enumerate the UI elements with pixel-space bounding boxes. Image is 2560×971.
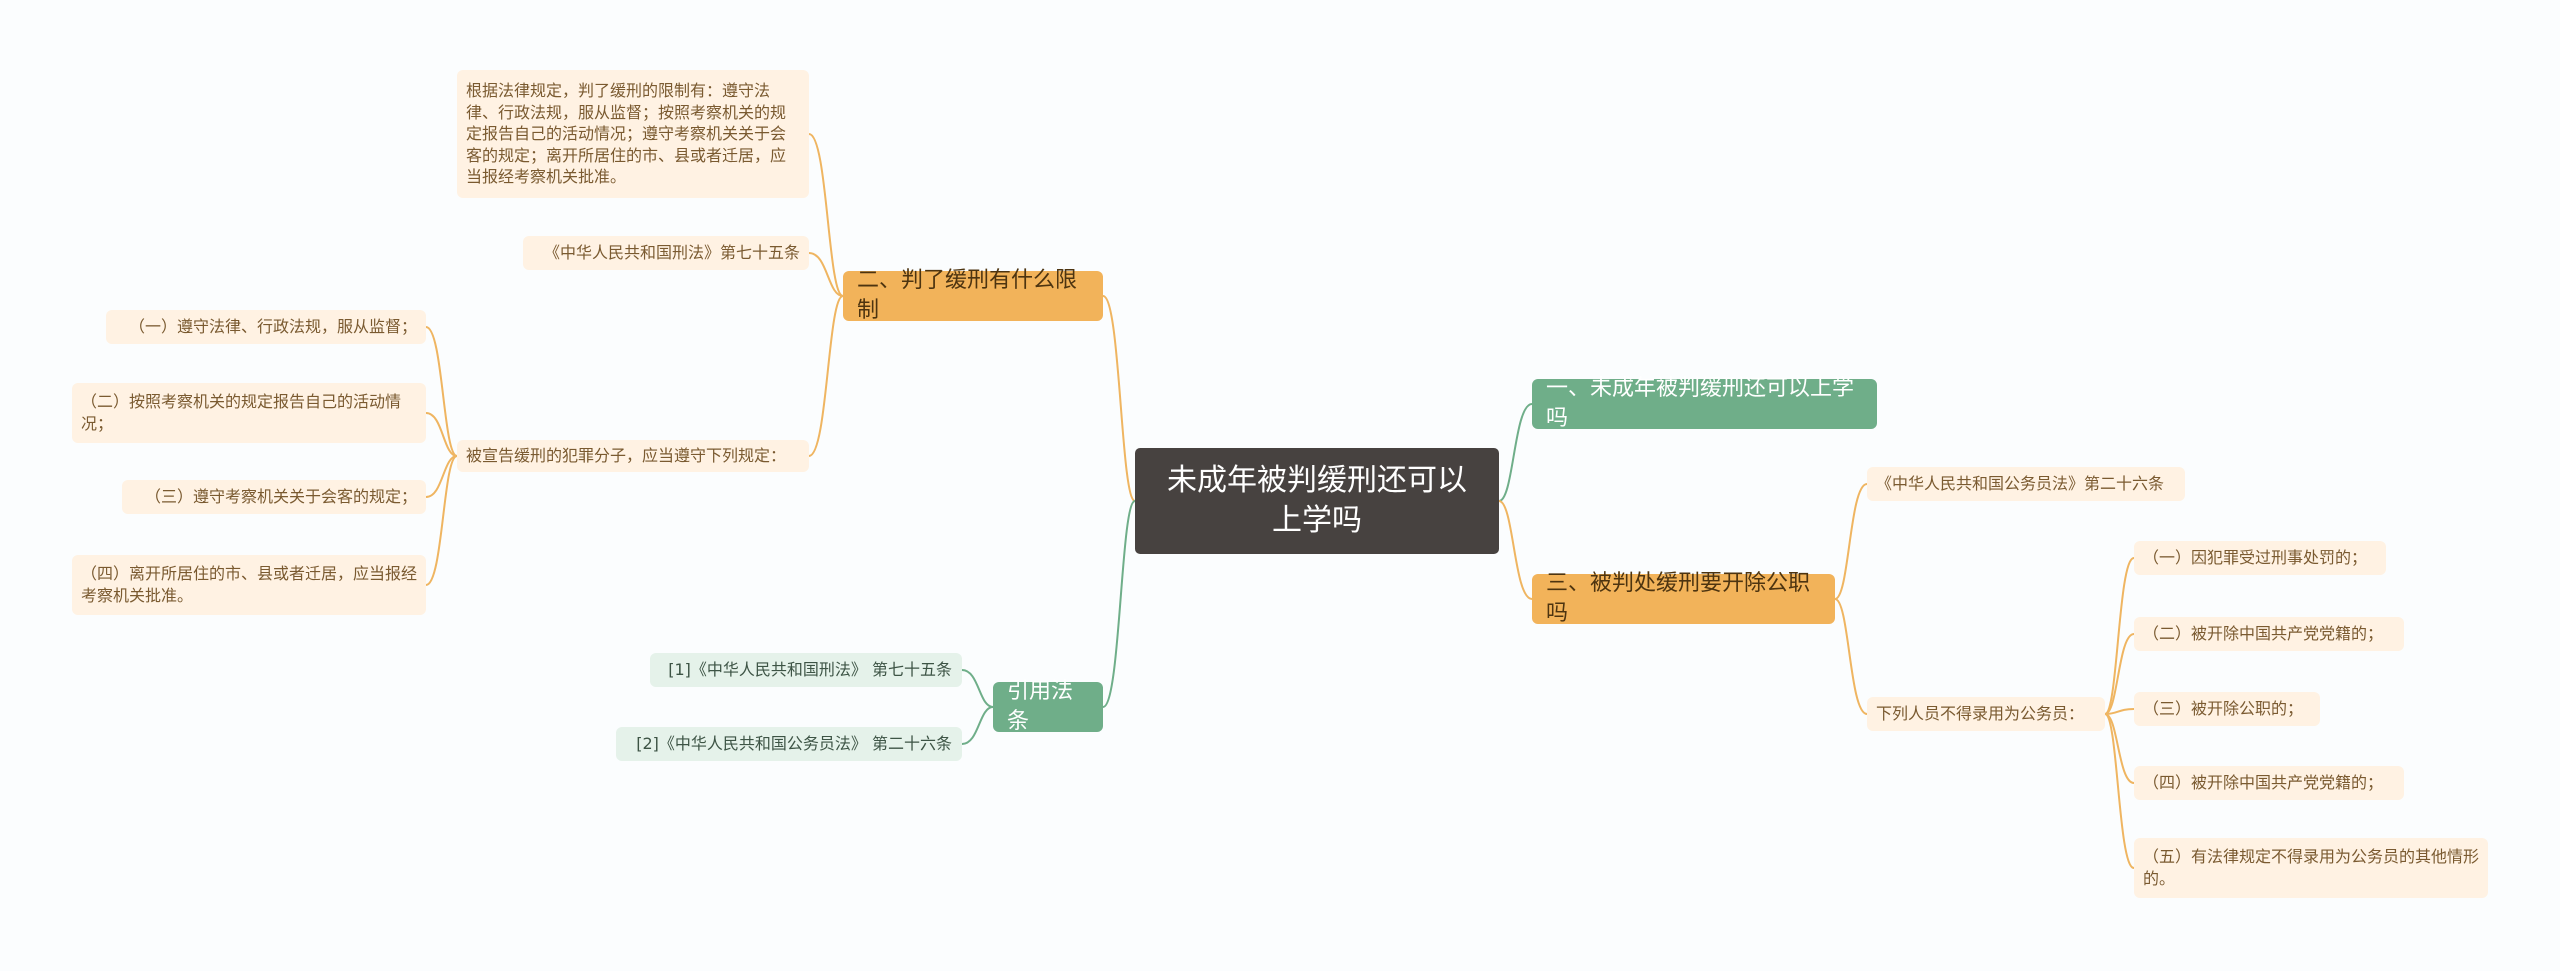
connector-leaf-rule-3 (425, 455, 458, 498)
leaf-rule-3[interactable]: （三）遵守考察机关关于会客的规定； (122, 480, 426, 514)
connector-leaf-criminal-law-art75 (808, 252, 844, 297)
connector-leaf-ineligible-4 (2104, 713, 2135, 784)
connector-leaf-probation-rules-intro (808, 295, 844, 457)
leaf-ineligible-2[interactable]: （二）被开除中国共产党党籍的； (2134, 617, 2404, 651)
ref-civil-servant-law[interactable]: [2]《中华人民共和国公务员法》 第二十六条 (616, 727, 962, 761)
root-topic[interactable]: 未成年被判缓刑还可以上学吗 (1135, 448, 1499, 554)
connector-leaf-civil-servant-law-art26 (1834, 483, 1868, 600)
leaf-rule-1[interactable]: （一）遵守法律、行政法规，服从监督； (106, 310, 426, 344)
connector-leaf-rule-1 (425, 326, 458, 457)
ref-criminal-law[interactable]: [1]《中华人民共和国刑法》 第七十五条 (650, 653, 962, 687)
connector-branch-minor-school (1498, 403, 1533, 502)
connector-ref-criminal-law (961, 669, 994, 708)
connector-leaf-ineligible-2 (2104, 633, 2135, 715)
connector-branch-cited-laws (1102, 500, 1136, 708)
leaf-criminal-law-art75[interactable]: 《中华人民共和国刑法》第七十五条 (523, 236, 809, 270)
connector-leaf-rule-4 (425, 455, 458, 586)
leaf-ineligible-4[interactable]: （四）被开除中国共产党党籍的； (2134, 766, 2404, 800)
leaf-ineligible-intro[interactable]: 下列人员不得录用为公务员： (1867, 697, 2105, 731)
connector-branch-dismissal-question (1498, 500, 1533, 600)
connector-leaf-ineligible-1 (2104, 557, 2135, 715)
leaf-restriction-summary[interactable]: 根据法律规定，判了缓刑的限制有：遵守法律、行政法规，服从监督；按照考察机关的规定… (457, 70, 809, 198)
connector-leaf-restriction-summary (808, 133, 844, 297)
branch-dismissal-question[interactable]: 三、被判处缓刑要开除公职吗 (1532, 571, 1835, 626)
connector-leaf-ineligible-3 (2104, 708, 2135, 715)
branch-probation-restrictions[interactable]: 二、判了缓刑有什么限制 (843, 268, 1103, 323)
connector-leaf-rule-2 (425, 412, 458, 457)
connector-leaf-ineligible-5 (2104, 713, 2135, 869)
branch-minor-school[interactable]: 一、未成年被判缓刑还可以上学吗 (1532, 376, 1877, 431)
branch-cited-laws[interactable]: 引用法条 (993, 679, 1103, 734)
leaf-rule-4[interactable]: （四）离开所居住的市、县或者迁居，应当报经考察机关批准。 (72, 555, 426, 615)
leaf-ineligible-5[interactable]: （五）有法律规定不得录用为公务员的其他情形的。 (2134, 838, 2488, 898)
connector-leaf-ineligible-intro (1834, 598, 1868, 715)
connector-branch-probation-restrictions (1102, 295, 1136, 502)
leaf-civil-servant-law-art26[interactable]: 《中华人民共和国公务员法》第二十六条 (1867, 467, 2185, 501)
connector-ref-civil-servant-law (961, 706, 994, 745)
leaf-ineligible-1[interactable]: （一）因犯罪受过刑事处罚的； (2134, 541, 2386, 575)
leaf-probation-rules-intro[interactable]: 被宣告缓刑的犯罪分子，应当遵守下列规定： (457, 440, 809, 472)
leaf-ineligible-3[interactable]: （三）被开除公职的； (2134, 692, 2320, 726)
leaf-rule-2[interactable]: （二）按照考察机关的规定报告自己的活动情况； (72, 383, 426, 443)
